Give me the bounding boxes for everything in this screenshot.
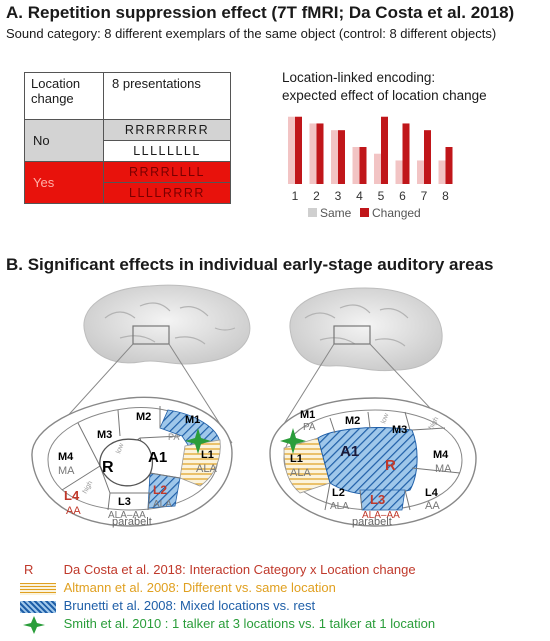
legend-marker-r: R xyxy=(24,562,34,577)
left-label-ma: MA xyxy=(58,465,75,477)
legend-text-brunetti: Brunetti et al. 2008: Mixed locations vs… xyxy=(63,598,316,613)
chart-title-line-2: expected effect of location change xyxy=(282,88,487,103)
table-header-presentations: 8 presentations xyxy=(103,72,231,120)
auditory-areas-diagram: M3 M2 M1 M4 MA R A1 L1 ALA L2 ALA L3 ALA… xyxy=(31,284,477,528)
table-header-location-change: Location change xyxy=(24,72,104,120)
legend-text-smith: Smith et al. 2010 : 1 talker at 3 locati… xyxy=(63,616,436,632)
row-label-no: No xyxy=(24,119,104,162)
right-label-ma: MA xyxy=(435,463,452,475)
bar-same-7 xyxy=(417,160,424,184)
right-label-ala: ALA xyxy=(290,467,311,479)
bar-changed-1 xyxy=(295,116,302,184)
panel-a-subtitle: Sound category: 8 different exemplars of… xyxy=(6,26,497,41)
legend-text-da-costa: Da Costa et al. 2018: Interaction Catego… xyxy=(63,562,416,577)
left-brain-image xyxy=(33,284,251,454)
row-label-yes: Yes xyxy=(24,161,104,204)
bar-changed-4 xyxy=(359,147,367,184)
left-label-pa: PA xyxy=(168,432,179,442)
bar-same-3 xyxy=(331,130,338,184)
right-label-l4: L4 xyxy=(425,487,439,499)
legend-altmann: Altmann et al. 2008: Different vs. same … xyxy=(20,580,336,595)
legend-smith: Smith et al. 2010 : 1 talker at 3 locati… xyxy=(20,616,435,634)
left-label-m1: M1 xyxy=(185,414,200,426)
left-label-ala: ALA xyxy=(196,463,217,475)
panel-a-title: A. Repetition suppression effect (7T fMR… xyxy=(6,3,515,22)
right-label-m1: M1 xyxy=(300,409,315,421)
legend-label-same: Same xyxy=(320,206,352,220)
left-label-low: low xyxy=(115,442,125,455)
x-tick-label-1: 1 xyxy=(292,189,299,203)
bar-same-8 xyxy=(438,160,446,184)
right-label-aa: AA xyxy=(425,500,440,512)
left-label-l3: L3 xyxy=(118,496,131,508)
right-label-m2: M2 xyxy=(345,415,360,427)
right-label-l1: L1 xyxy=(290,453,303,465)
sequence-no-1: RRRRRRRR xyxy=(103,119,231,141)
left-label-r: R xyxy=(102,459,114,476)
bar-changed-6 xyxy=(402,123,410,184)
legend-swatch-blue-hatch xyxy=(20,600,56,613)
left-label-ala-2: ALA xyxy=(153,499,172,510)
x-tick-label-5: 5 xyxy=(378,189,385,203)
x-tick-label-3: 3 xyxy=(335,189,342,203)
legend-label-changed: Changed xyxy=(372,206,421,220)
x-tick-label-6: 6 xyxy=(399,189,406,203)
bar-same-2 xyxy=(309,123,317,184)
x-tick-label-2: 2 xyxy=(313,189,320,203)
left-label-aa: AA xyxy=(66,505,81,517)
right-label-parabelt: parabelt xyxy=(352,516,392,528)
legend-swatch-same xyxy=(308,208,317,217)
legend-swatch-changed xyxy=(360,208,369,217)
sequence-yes-1: RRRRLLLL xyxy=(103,161,231,183)
left-label-l1: L1 xyxy=(201,449,214,461)
bar-changed-8 xyxy=(445,147,453,184)
bar-same-5 xyxy=(374,153,381,184)
left-label-m3: M3 xyxy=(97,429,112,441)
right-label-m3: M3 xyxy=(392,424,407,436)
location-table: Location change 8 presentations No RRRRR… xyxy=(24,72,231,204)
left-auditory-map: M3 M2 M1 M4 MA R A1 L1 ALA L2 ALA L3 ALA… xyxy=(31,396,233,528)
right-label-r: R xyxy=(385,457,396,474)
left-label-parabelt: parabelt xyxy=(112,516,152,528)
bar-changed-7 xyxy=(424,130,431,184)
right-brain-image xyxy=(271,287,476,457)
legend-text-altmann: Altmann et al. 2008: Different vs. same … xyxy=(63,580,336,595)
chart-title-line-1: Location-linked encoding: xyxy=(282,70,436,85)
sequence-no-2: LLLLLLLL xyxy=(103,140,231,162)
bar-changed-2 xyxy=(316,123,324,184)
x-tick-label-8: 8 xyxy=(442,189,449,203)
panel-b-title: B. Significant effects in individual ear… xyxy=(6,255,494,274)
legend-swatch-yellow-hatch xyxy=(20,582,56,595)
left-label-l4: L4 xyxy=(64,488,80,503)
bar-same-4 xyxy=(352,147,360,184)
right-label-m4: M4 xyxy=(433,449,449,461)
green-star-icon xyxy=(23,616,45,634)
bar-changed-3 xyxy=(338,130,345,184)
legend-da-costa: R Da Costa et al. 2018: Interaction Cate… xyxy=(20,562,416,577)
x-tick-label-4: 4 xyxy=(356,189,363,203)
bar-changed-5 xyxy=(381,116,388,184)
left-label-m2: M2 xyxy=(136,411,151,423)
right-auditory-map: M1 PA M2 M3 M4 MA A1 R L1 ALA L2 ALA L3 … xyxy=(269,397,477,528)
left-label-ala-aa: ALA–AA xyxy=(108,510,146,521)
bar-same-6 xyxy=(395,160,403,184)
right-label-ala-2: ALA xyxy=(330,501,349,512)
legend-brunetti: Brunetti et al. 2008: Mixed locations vs… xyxy=(20,598,315,613)
left-label-a1: A1 xyxy=(148,449,167,466)
right-label-l3: L3 xyxy=(370,492,385,507)
right-label-a1: A1 xyxy=(340,443,359,460)
sequence-yes-2: LLLLRRRR xyxy=(103,182,231,204)
right-label-l2: L2 xyxy=(332,487,345,499)
left-label-l2: L2 xyxy=(153,483,167,497)
right-label-low: low xyxy=(380,412,390,425)
bar-same-1 xyxy=(288,116,295,184)
left-label-m4: M4 xyxy=(58,451,74,463)
x-tick-label-7: 7 xyxy=(421,189,428,203)
right-label-ala-aa: ALA–AA xyxy=(362,510,400,521)
right-label-pa: PA xyxy=(303,422,316,433)
